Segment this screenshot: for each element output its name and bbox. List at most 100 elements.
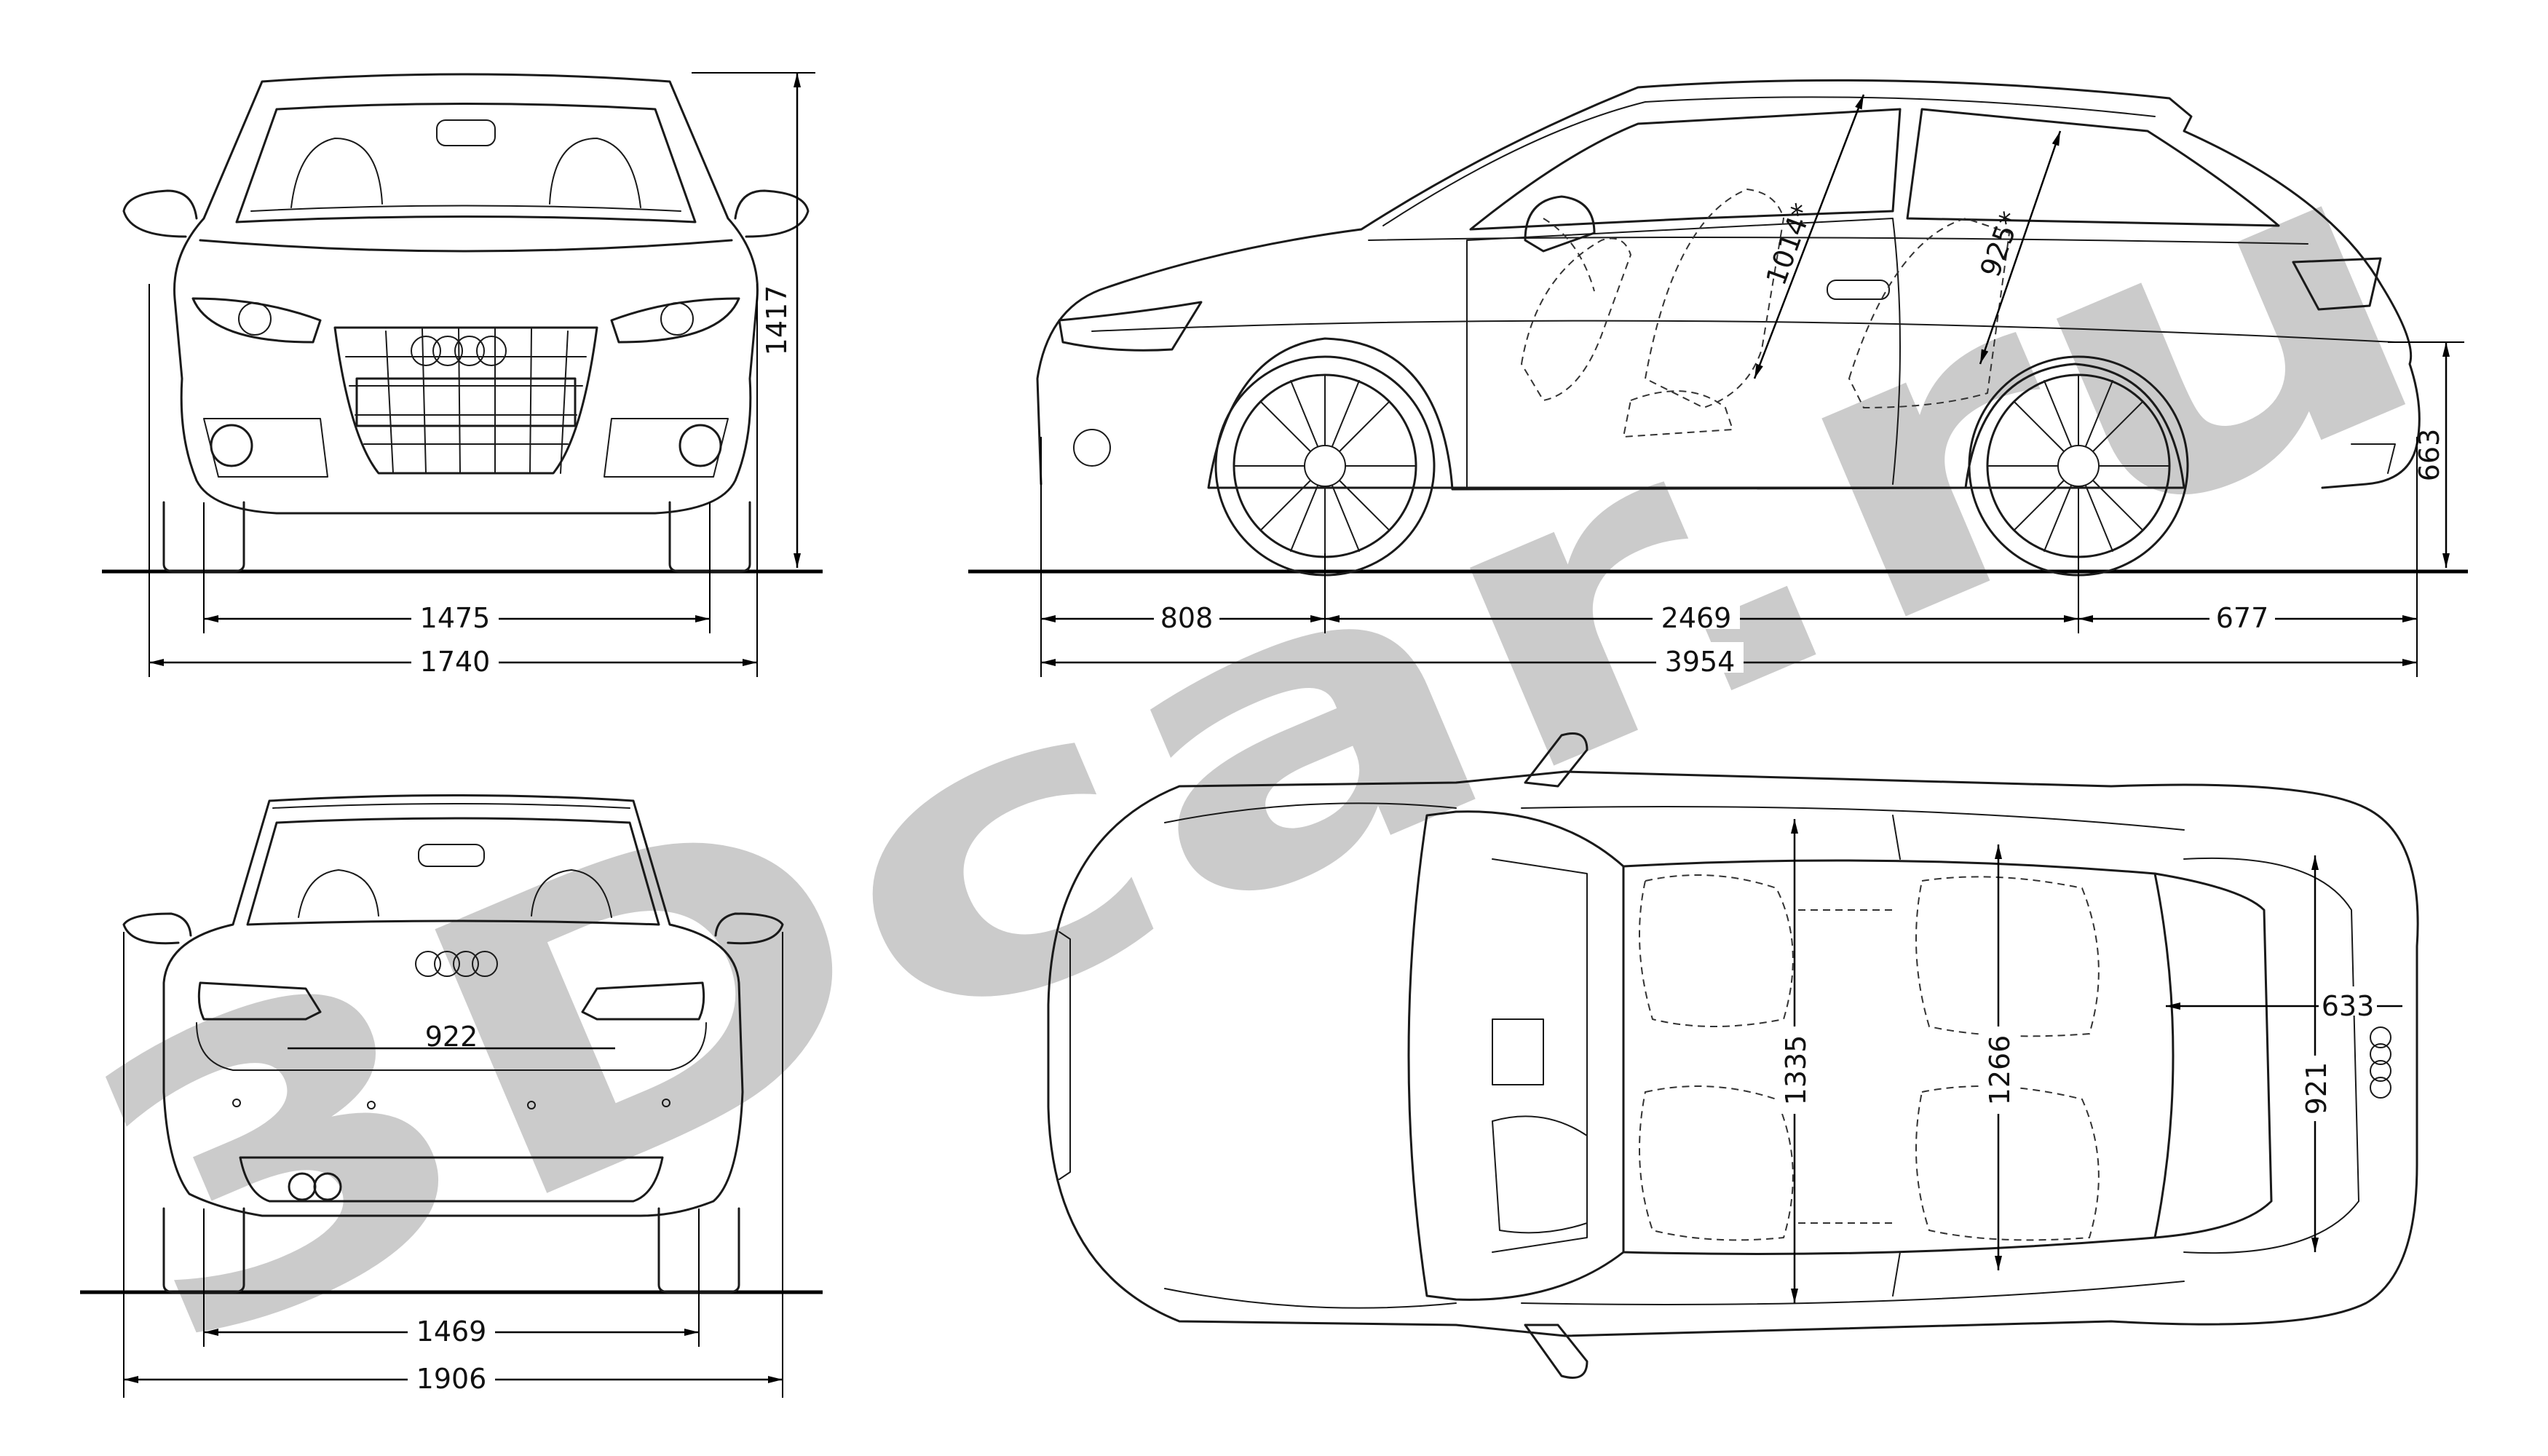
rear-wiper-housing xyxy=(418,844,485,867)
rear-right-taillight xyxy=(581,981,705,1021)
rear-sensor-4 xyxy=(662,1099,670,1107)
side-mirror xyxy=(1524,195,1596,253)
side-rear-headroom-dimension xyxy=(1979,130,2062,365)
side-front-overhang-label-bg xyxy=(1154,598,1219,629)
side-front-window xyxy=(1469,108,1902,231)
side-wheelbase-label-bg xyxy=(1653,598,1740,629)
front-right-headlight xyxy=(610,297,740,344)
front-body-outline xyxy=(173,73,759,515)
top-trunk-width-label-bg xyxy=(2297,1056,2333,1121)
rear-left-mirror xyxy=(122,912,192,945)
front-left-fog-light xyxy=(210,424,253,467)
front-track-label: 1475 xyxy=(420,602,491,634)
side-rear-height-label: 663 xyxy=(2413,429,2445,482)
side-front-seat-dashed xyxy=(1520,237,1734,438)
top-rear-window xyxy=(2153,872,2273,1239)
top-seats-dashed xyxy=(1639,874,2100,1241)
top-rear-shoulder-label-bg xyxy=(1980,1026,2017,1114)
front-seat-left xyxy=(290,138,383,208)
side-front-headroom-dimension xyxy=(1753,94,1865,379)
top-hood-left xyxy=(1164,802,1457,823)
top-left-mirror xyxy=(1524,732,1588,788)
top-front-shoulder-label-bg xyxy=(1776,1026,1813,1114)
side-roof-rail xyxy=(1382,96,2156,226)
rear-view: 922 1469 1906 xyxy=(80,794,823,1398)
side-rear-overhang-label-bg xyxy=(2209,598,2275,629)
top-body-outline xyxy=(1047,770,2419,1337)
side-headlight xyxy=(1058,301,1203,352)
side-body-outline xyxy=(1036,79,2421,491)
top-roof-rail-right xyxy=(1521,1281,2185,1305)
rear-diffuser xyxy=(239,1156,664,1203)
side-character-line xyxy=(1091,320,2396,343)
rear-headrest-right xyxy=(531,869,612,918)
side-length-label: 3954 xyxy=(1665,646,1736,678)
rear-window xyxy=(246,817,660,926)
front-width-label: 1740 xyxy=(420,646,491,678)
side-length-label-bg xyxy=(1656,642,1744,673)
front-grille xyxy=(333,326,598,475)
top-bpillar xyxy=(1892,815,1901,1297)
rear-left-taillight xyxy=(197,981,322,1021)
front-left-mirror xyxy=(122,189,198,238)
side-door xyxy=(1466,218,1901,488)
front-dashboard xyxy=(250,205,681,212)
top-front-grille xyxy=(1059,931,1071,1180)
watermark-text: 3Dcar.ru xyxy=(25,52,2482,1440)
top-trunk-length-label-bg xyxy=(2319,986,2377,1016)
front-view: 1417 1475 1740 xyxy=(102,72,823,678)
audi-rings-logo-front xyxy=(411,336,507,366)
front-windshield xyxy=(235,103,697,223)
front-left-headlamp-lens xyxy=(238,302,272,336)
top-front-shoulder-label: 1335 xyxy=(1780,1035,1812,1106)
rear-tailgate-seam xyxy=(196,1022,707,1071)
front-right-headlamp-lens xyxy=(660,302,694,336)
license-plate xyxy=(355,377,577,427)
rear-sensor-2 xyxy=(367,1101,376,1109)
rear-track-label: 1469 xyxy=(416,1315,487,1348)
side-rear-overhang-label: 677 xyxy=(2216,602,2269,634)
audi-rings-logo-rear xyxy=(415,951,498,977)
front-width-label-bg xyxy=(411,642,499,673)
front-seat-right xyxy=(549,138,641,208)
rear-sensor-1 xyxy=(232,1099,241,1107)
rear-exhaust-right xyxy=(313,1172,342,1201)
top-trunk-outline xyxy=(2183,857,2359,1254)
top-trunk-length-label: 633 xyxy=(2322,990,2375,1022)
front-left-headlight xyxy=(191,297,322,344)
rear-track-label-bg xyxy=(408,1312,495,1342)
top-right-mirror xyxy=(1524,1324,1588,1379)
side-front-overhang-label: 808 xyxy=(1160,602,1214,634)
rear-view-mirror xyxy=(436,119,496,146)
side-steering-wheel xyxy=(1543,218,1595,292)
front-hood-line xyxy=(199,239,733,253)
watermark: 3Dcar.ru xyxy=(25,52,2482,1440)
rear-sensor-3 xyxy=(527,1101,536,1109)
front-track-label-bg xyxy=(411,598,499,629)
side-rear-window xyxy=(1906,108,2280,227)
rear-tailgate-label: 922 xyxy=(425,1021,478,1053)
top-rear-shoulder-label: 1266 xyxy=(1984,1035,2016,1106)
side-rear-diffuser xyxy=(2351,443,2396,474)
side-view: 1014* 925* 663 808 2469 677 3954 xyxy=(968,79,2468,678)
audi-rings-logo-top xyxy=(2370,1026,2391,1099)
rear-body-outline xyxy=(162,794,744,1217)
top-dashboard xyxy=(1492,858,1588,1253)
rear-headrest-left xyxy=(298,869,379,918)
rear-width-label: 1906 xyxy=(416,1363,487,1395)
front-grille-mesh xyxy=(345,328,587,474)
top-console xyxy=(1492,1018,1544,1085)
front-right-fog-light xyxy=(678,424,722,467)
top-roof-rail-left xyxy=(1521,806,2185,831)
side-wheelbase-label: 2469 xyxy=(1661,602,1732,634)
front-lower-intake xyxy=(203,418,729,478)
top-roof xyxy=(1622,859,2175,1255)
rear-spoiler xyxy=(272,803,630,809)
top-windshield xyxy=(1407,810,1625,1301)
top-trunk-width-label: 921 xyxy=(2300,1062,2333,1115)
side-fog-light xyxy=(1073,429,1111,467)
top-seat-front-left-dashed xyxy=(1492,1115,1588,1234)
rear-width-label-bg xyxy=(408,1359,495,1390)
rear-right-mirror xyxy=(714,912,784,945)
front-height-label: 1417 xyxy=(761,285,793,356)
